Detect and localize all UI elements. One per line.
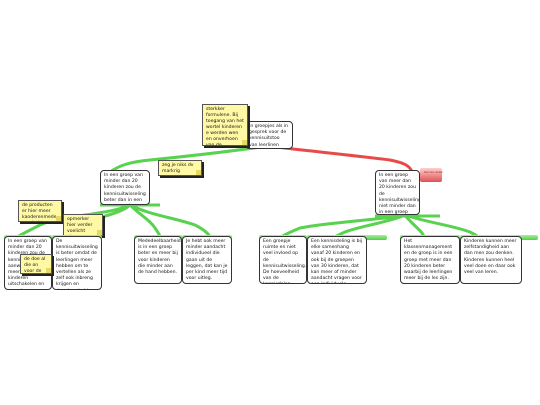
- leaf-text-l7: Het klassenmanagement en de groep is in …: [404, 239, 453, 282]
- leaf-node-l4[interactable]: Je hebt ook meer minder aandacht individ…: [182, 236, 232, 284]
- leaf-node-l3[interactable]: Mededeelbaarheid is in een groep beter e…: [134, 236, 182, 284]
- note-bottom-left-text: de doe al die on voor de staten: [24, 257, 46, 274]
- root-node-text: In groepjes als in gesprek voor de kenni…: [249, 124, 289, 148]
- leaf-text-l6: Een kennisdeling is bij elke samenhang v…: [311, 239, 363, 283]
- branch-left-text: In een groep van minder dan 20 kinderen …: [104, 173, 146, 203]
- note-bottom-left[interactable]: de doe al die on voor de staten: [20, 254, 52, 274]
- note-top-text: sterkker formulene. Bij toegang van het …: [206, 107, 244, 146]
- connector-root-right: [267, 144, 414, 173]
- branch-left-node[interactable]: In een groep van minder dan 20 kinderen …: [100, 170, 150, 205]
- note-mid-text: zeg je niks dv markrig: [162, 163, 194, 174]
- note-left2-text: opmerker hier verder voelicht vherene ke…: [67, 217, 93, 234]
- leaf-node-l2[interactable]: De kennisuitwisseling is beter omdat de …: [52, 236, 102, 290]
- leaf-node-l6[interactable]: Een kennisdeling is bij elke samenhang v…: [307, 236, 367, 284]
- leaf-text-l3: Mededeelbaarheid is in een groep beter e…: [138, 239, 181, 276]
- root-node[interactable]: In groepjes als in gesprek voor de kenni…: [245, 121, 293, 149]
- leaf-text-l5: Een groepje ruimte en niet veel invloed …: [263, 239, 307, 283]
- note-mid[interactable]: zeg je niks dv markrig: [158, 160, 202, 176]
- branch-right-text: In een groep van meer dan 20 kinderen zo…: [379, 173, 420, 215]
- leaf-text-l4: Je hebt ook meer minder aandacht individ…: [186, 239, 228, 282]
- connector-root-left: [109, 144, 269, 174]
- note-left2[interactable]: opmerker hier verder voelicht vherene ke…: [63, 214, 103, 236]
- leaf-node-l7[interactable]: Het klassenmanagement en de groep is in …: [400, 236, 460, 284]
- note-top[interactable]: sterkker formulene. Bij toegang van het …: [202, 104, 248, 146]
- leaf-node-l5[interactable]: Een groepje ruimte en niet veel invloed …: [259, 236, 307, 284]
- leaf-text-l8: Kinderen kunnen meer zelfstandigheid aan…: [464, 239, 517, 276]
- leaf-text-l2: De kennisuitwisseling is beter omdat de …: [56, 239, 98, 289]
- branch-right-node[interactable]: In een groep van meer dan 20 kinderen zo…: [375, 170, 420, 215]
- branch-right-tag-box: [420, 168, 442, 182]
- note-left[interactable]: de producten er hier meer kaoderenmede a…: [18, 200, 62, 222]
- leaf-node-l8[interactable]: Kinderen kunnen meer zelfstandigheid aan…: [460, 236, 522, 284]
- note-left-text: de producten er hier meer kaoderenmede a…: [22, 203, 57, 220]
- branch-right-tag: Kennis-delen: [424, 170, 444, 174]
